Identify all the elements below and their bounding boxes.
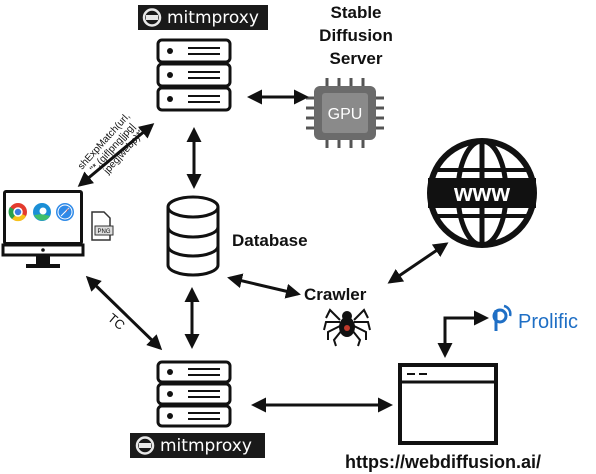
www-label: www xyxy=(453,180,510,207)
globe-www-icon: www xyxy=(427,138,537,248)
arrow-monitor-server xyxy=(77,123,155,187)
mitmproxy-label-bottom: mitmproxy xyxy=(160,436,252,456)
shexp-filter-label: shExpMatch(url, "*.(gif|png|jpg| jpeg|we… xyxy=(76,111,150,177)
arrow-monitor-server-bottom xyxy=(85,275,163,351)
gpu-chip-icon: GPU xyxy=(306,78,384,148)
mitmproxy-logo-icon xyxy=(142,8,162,27)
spider-icon xyxy=(323,308,371,347)
edge-icon xyxy=(33,203,51,221)
gpu-label: GPU xyxy=(328,106,363,123)
browser-window-icon xyxy=(398,363,498,445)
database-label: Database xyxy=(232,231,308,250)
url-label: https://webdiffusion.ai/ xyxy=(345,452,541,472)
sd-server-label-1: Stable xyxy=(330,3,381,22)
arrow-browser-prolific xyxy=(437,310,489,358)
mitmproxy-logo-bottom: mitmproxy xyxy=(130,433,265,458)
arrow-database-crawler xyxy=(227,273,301,299)
server-icon xyxy=(156,360,232,428)
sd-server-label-3: Server xyxy=(330,49,383,68)
database-icon xyxy=(166,195,220,277)
png-file-icon: PNG xyxy=(91,211,114,241)
png-badge: PNG xyxy=(97,229,110,235)
prolific-logo-icon xyxy=(492,304,512,331)
mitmproxy-logo-top: mitmproxy xyxy=(138,5,268,30)
chrome-icon xyxy=(8,203,27,222)
arrow-crawler-globe xyxy=(387,242,449,284)
monitor-icon xyxy=(1,190,85,268)
crawler-label: Crawler xyxy=(304,285,367,304)
prolific-label: Prolific xyxy=(518,311,578,333)
sd-server-label-2: Diffusion xyxy=(319,26,393,45)
mitmproxy-logo-icon xyxy=(135,436,155,455)
mitmproxy-label-top: mitmproxy xyxy=(167,8,259,28)
safari-icon xyxy=(56,203,74,221)
server-icon xyxy=(156,38,232,112)
